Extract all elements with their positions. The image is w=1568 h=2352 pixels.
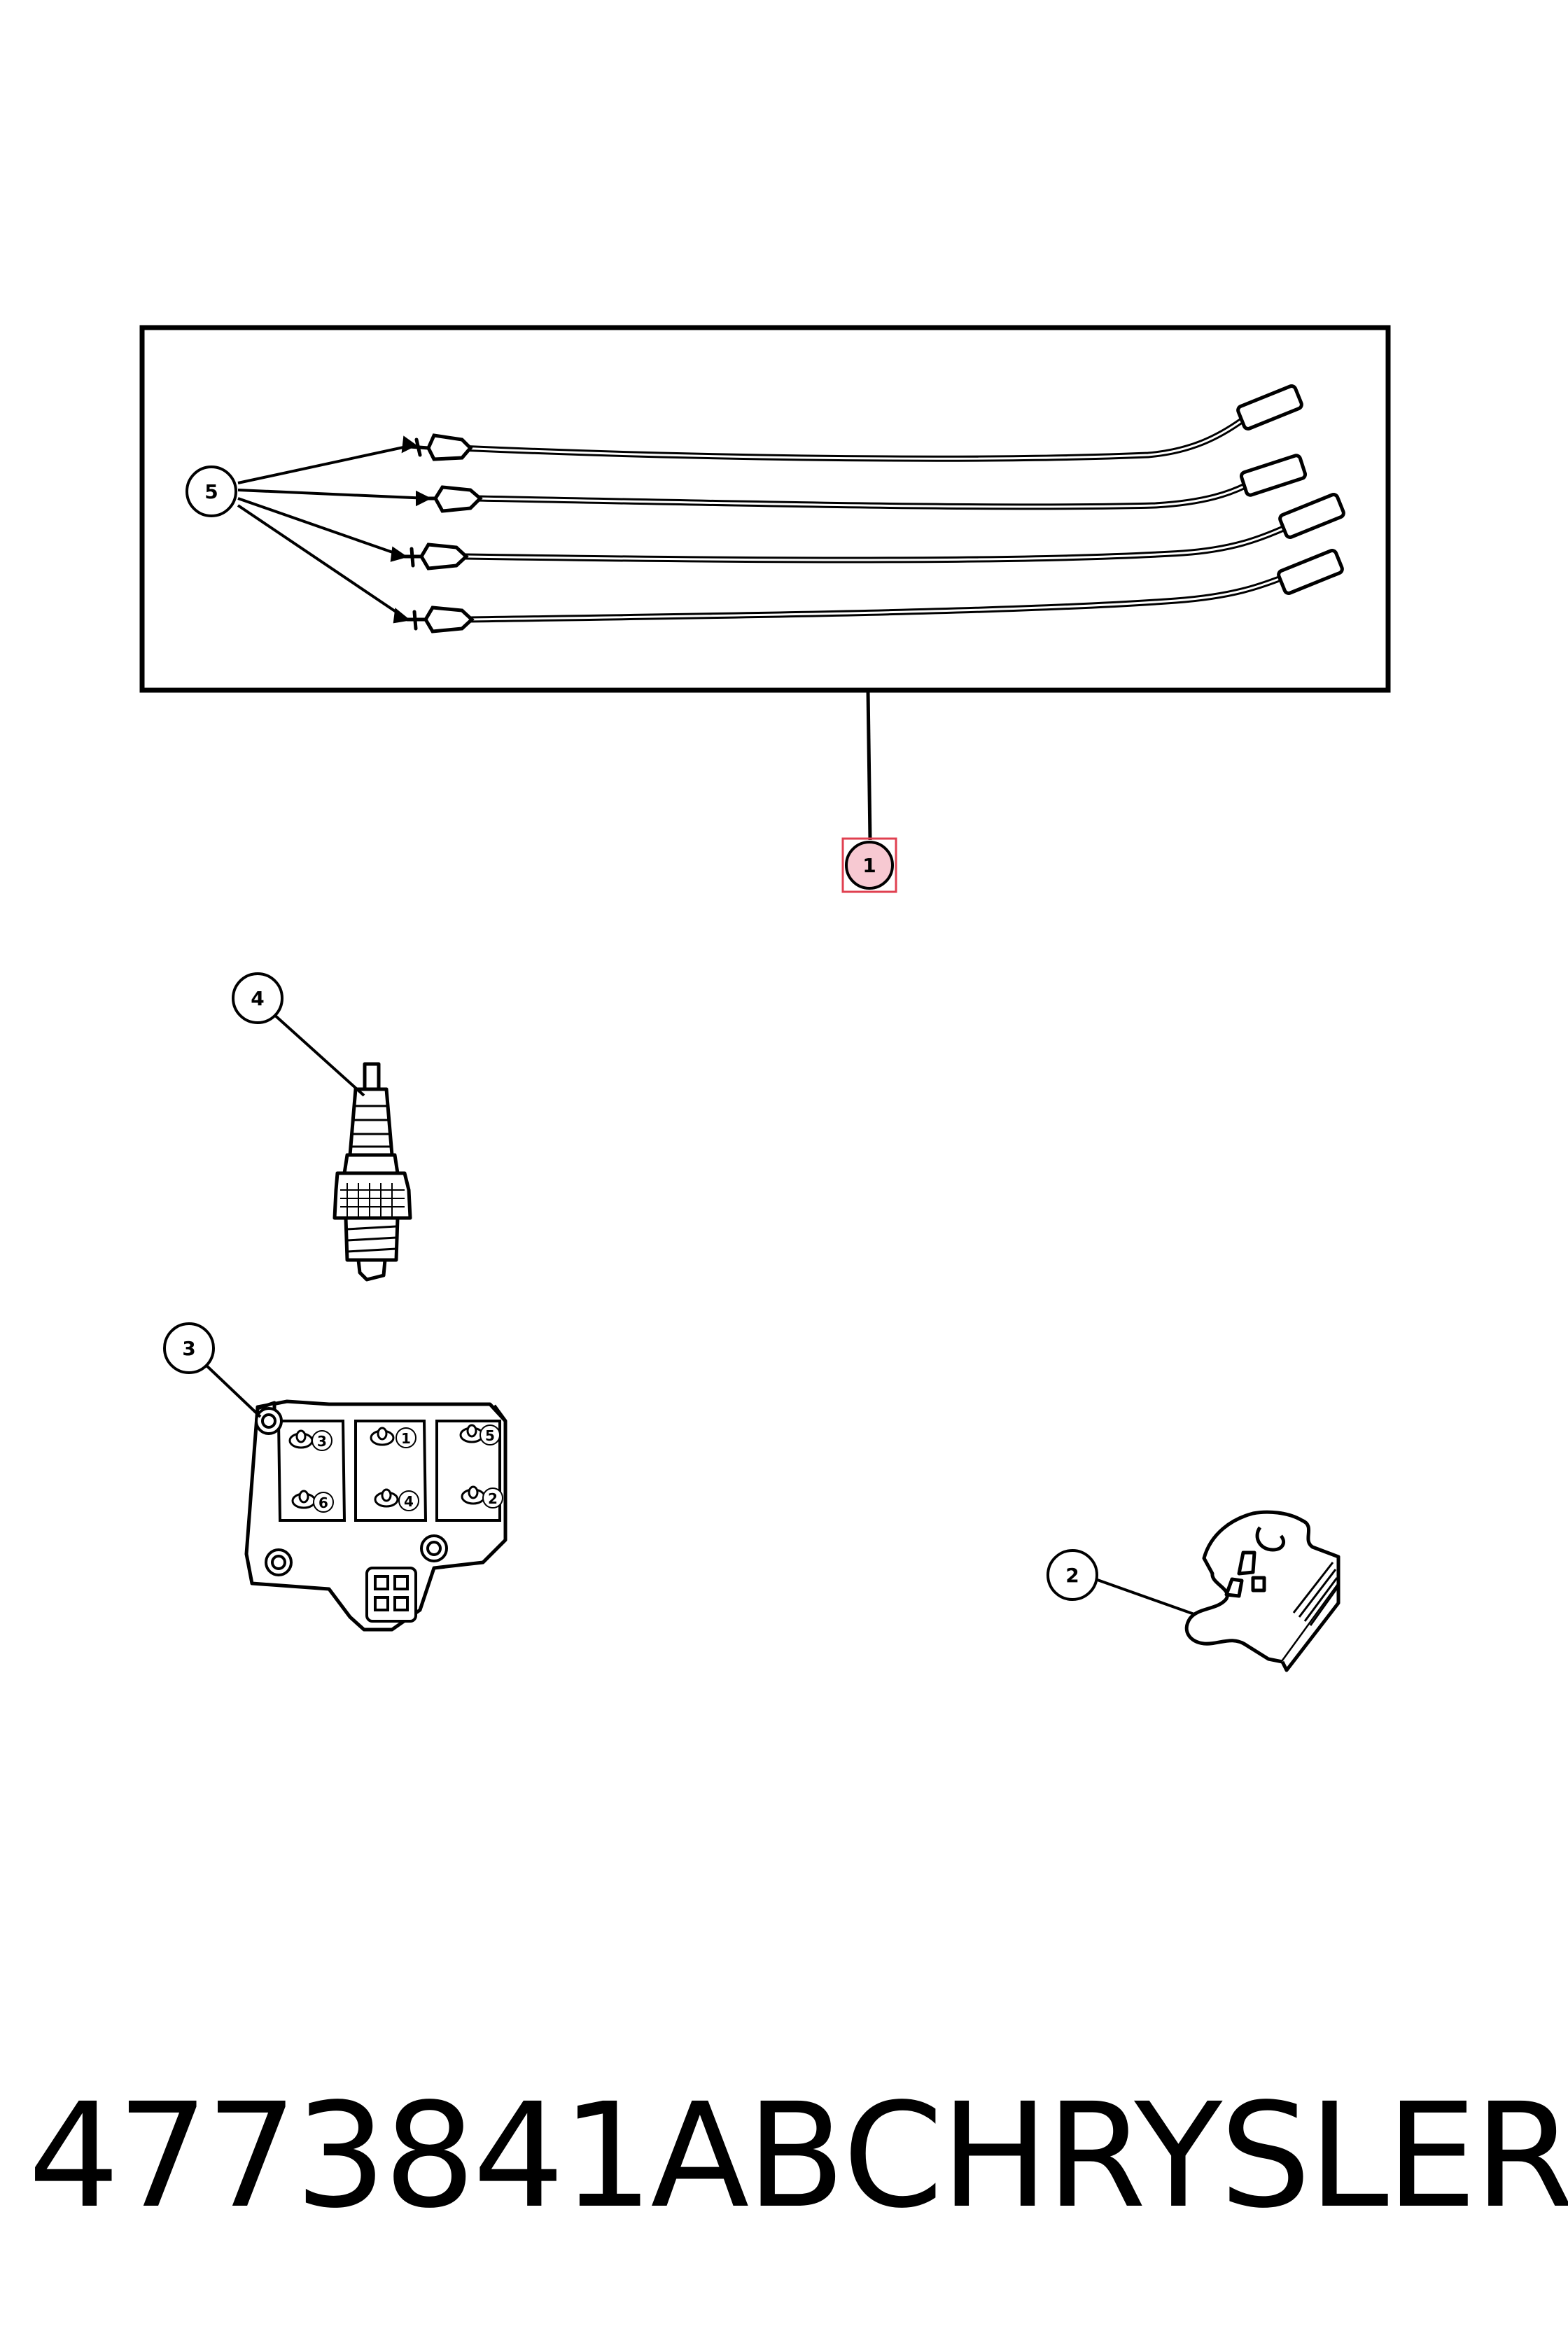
callout-2-circle — [1046, 1549, 1098, 1601]
coil-label: 4 — [404, 1493, 414, 1510]
callout-1-circle — [845, 841, 894, 890]
coil-label: 3 — [317, 1433, 327, 1450]
brand-name: CHRYSLER — [842, 2072, 1568, 2240]
cable-retainer-clip — [1184, 1510, 1340, 1672]
callout-5[interactable]: 5 — [186, 435, 432, 624]
callout-3[interactable]: 3 — [163, 1322, 262, 1418]
callout-1-label: 1 — [862, 854, 876, 877]
ignition-cable — [425, 454, 1308, 513]
callout-4[interactable]: 4 — [232, 972, 365, 1097]
callout-3-leader — [203, 1362, 262, 1418]
coil-tower-labels: 3 1 5 6 4 2 — [312, 1424, 503, 1513]
cable-set-frame — [139, 325, 1391, 693]
callout-5-leaders — [237, 435, 432, 624]
callout-4-leader — [272, 1012, 365, 1097]
part-number: 4773841AB — [28, 2072, 846, 2240]
ignition-cable — [407, 384, 1303, 462]
coil-label: 5 — [485, 1427, 495, 1444]
ignition-cable-set — [139, 325, 1391, 693]
callout-5-circle — [186, 465, 237, 517]
footer: 4773841AB CHRYSLER — [28, 2072, 1568, 2240]
ignition-cable — [405, 549, 1344, 634]
ignition-cable — [402, 493, 1345, 570]
callout-3-circle — [163, 1322, 215, 1374]
callout-3-label: 3 — [182, 1337, 195, 1360]
coil-label: 2 — [488, 1490, 498, 1507]
callout-5-label: 5 — [204, 480, 218, 503]
spark-plug — [332, 1062, 412, 1282]
callout-4-circle — [232, 972, 284, 1024]
callout-1-highlight — [841, 837, 897, 893]
coil-label: 6 — [318, 1494, 328, 1511]
callout-2-label: 2 — [1065, 1564, 1079, 1587]
coil-label: 1 — [401, 1430, 411, 1447]
ignition-coil: 3 1 5 6 4 2 — [244, 1399, 507, 1632]
callout-1[interactable]: 1 — [841, 690, 897, 893]
callout-4-label: 4 — [251, 987, 264, 1010]
callout-2[interactable]: 2 — [1046, 1549, 1195, 1616]
callout-1-leader — [866, 690, 872, 841]
callout-2-leader — [1095, 1578, 1195, 1616]
